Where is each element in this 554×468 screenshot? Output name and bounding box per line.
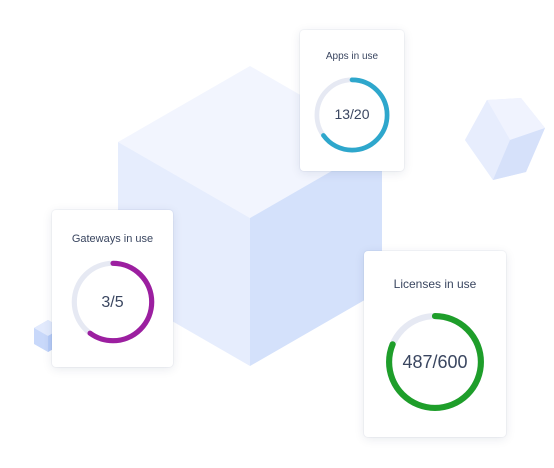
large-cube-right bbox=[250, 142, 382, 366]
apps-in-use-value: 13/20 bbox=[334, 106, 370, 122]
licenses-progress-ring bbox=[386, 313, 484, 411]
large-cube-left bbox=[118, 142, 250, 366]
apps-in-use-card: Apps in use 13/20 bbox=[300, 30, 404, 171]
gateways-ring-progress bbox=[71, 260, 155, 344]
apps-progress-ring bbox=[314, 77, 390, 153]
gateways-in-use-card: Gateways in use 3/5 bbox=[52, 210, 173, 367]
gateways-progress-ring bbox=[71, 260, 155, 344]
apps-in-use-title: Apps in use bbox=[325, 51, 379, 62]
licenses-ring-progress bbox=[386, 313, 484, 411]
gateways-in-use-value: 3/5 bbox=[101, 294, 124, 311]
gateways-in-use-title: Gateways in use bbox=[71, 233, 154, 245]
apps-ring-progress bbox=[314, 77, 390, 153]
licenses-in-use-value: 487/600 bbox=[402, 352, 468, 372]
licenses-in-use-card: Licenses in use 487/600 bbox=[364, 251, 506, 437]
licenses-in-use-title: Licenses in use bbox=[393, 277, 477, 291]
small-cube-right bbox=[465, 98, 545, 180]
